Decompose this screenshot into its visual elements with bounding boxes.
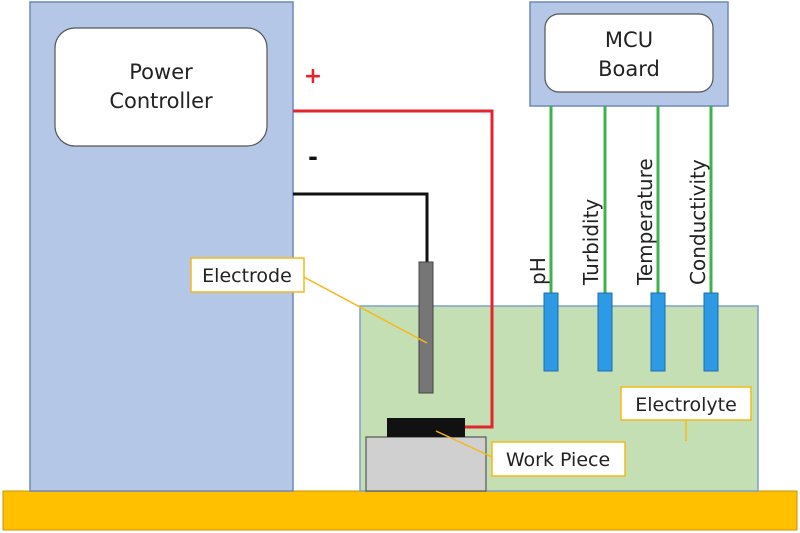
sensor-label-turbidity: Turbidity: [579, 199, 603, 286]
positive-sign: +: [304, 64, 322, 89]
callout-leader-electrode: [301, 275, 428, 344]
mcu-board-label-line1: MCU: [605, 28, 653, 52]
power-controller-display: [54, 27, 268, 147]
sensor-label-temperature: Temperature: [633, 158, 657, 286]
mcu-board-display: [544, 13, 714, 93]
sensor-label-conductivity: Conductivity: [686, 159, 710, 285]
probe-turbidity: [597, 292, 613, 372]
negative-wire: [293, 192, 429, 262]
probe-temperature: [650, 292, 666, 372]
callout-box-work-piece: [491, 441, 626, 477]
callout-label-electrolyte: Electrolyte: [635, 394, 737, 416]
callout-box-electrode: [190, 257, 305, 293]
mcu-board-label-line2: Board: [598, 57, 660, 81]
callout-label-work-piece: Work Piece: [506, 449, 610, 471]
probe-ph: [543, 292, 559, 372]
probe-conductivity: [703, 292, 719, 372]
sensor-label-ph: pH: [526, 257, 550, 285]
callout-leader-work-piece: [435, 430, 493, 458]
electrode: [418, 261, 434, 394]
callout-box-electrolyte: [620, 386, 752, 421]
power-controller-label-line1: Power: [129, 60, 193, 84]
callout-label-electrode: Electrode: [202, 265, 292, 287]
positive-wire: [293, 109, 494, 429]
base-platform: [2, 490, 798, 531]
negative-sign: -: [308, 143, 318, 171]
power-controller-label-line2: Controller: [109, 89, 213, 113]
work-piece: [387, 418, 465, 437]
